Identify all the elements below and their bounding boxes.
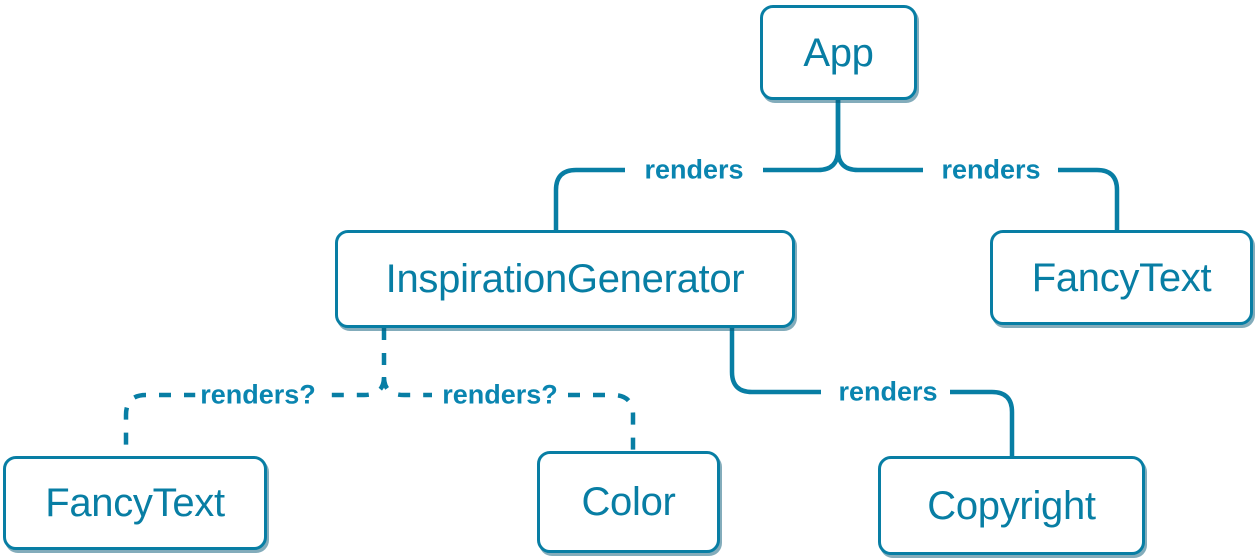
node-fancy-text-bottom-label: FancyText bbox=[45, 481, 225, 525]
edge-inspirationgenerator-to-fancytext-elbow bbox=[123, 392, 196, 456]
node-copyright: Copyright bbox=[878, 456, 1145, 555]
edge-label-renders-app-inspirationgenerator: renders bbox=[639, 155, 749, 185]
node-inspiration-generator: InspirationGenerator bbox=[335, 230, 795, 328]
node-fancy-text-top: FancyText bbox=[990, 230, 1253, 325]
node-fancy-text-bottom: FancyText bbox=[3, 456, 267, 550]
node-color-label: Color bbox=[581, 480, 676, 524]
edge-app-to-inspirationgenerator-elbow bbox=[553, 167, 625, 230]
edge-inspirationgenerator-to-color-stem-right bbox=[381, 376, 432, 398]
edge-label-renders-app-fancytext: renders bbox=[936, 155, 1046, 185]
edge-app-to-fancytext-stem-right bbox=[835, 100, 923, 173]
edge-label-renders-inspirationgenerator-copyright: renders bbox=[833, 377, 943, 407]
edge-label-renders-maybe-color: renders? bbox=[437, 380, 563, 410]
edge-inspirationgenerator-to-fancytext-stem-left bbox=[326, 328, 387, 398]
edge-inspirationgenerator-to-copyright-elbow bbox=[950, 389, 1015, 456]
node-app: App bbox=[760, 5, 917, 100]
edge-app-to-fancytext-elbow bbox=[1058, 167, 1120, 230]
edge-label-renders-maybe-fancytext: renders? bbox=[195, 380, 321, 410]
node-copyright-label: Copyright bbox=[927, 483, 1096, 528]
node-fancy-text-top-label: FancyText bbox=[1031, 255, 1212, 300]
node-color: Color bbox=[537, 451, 720, 553]
edge-inspirationgenerator-to-copyright-stem bbox=[729, 328, 821, 395]
node-app-label: App bbox=[803, 30, 874, 75]
edge-inspirationgenerator-to-color-elbow bbox=[568, 392, 636, 451]
node-inspiration-generator-label: InspirationGenerator bbox=[385, 257, 745, 301]
edge-app-to-inspirationgenerator-stem-left bbox=[763, 100, 841, 173]
